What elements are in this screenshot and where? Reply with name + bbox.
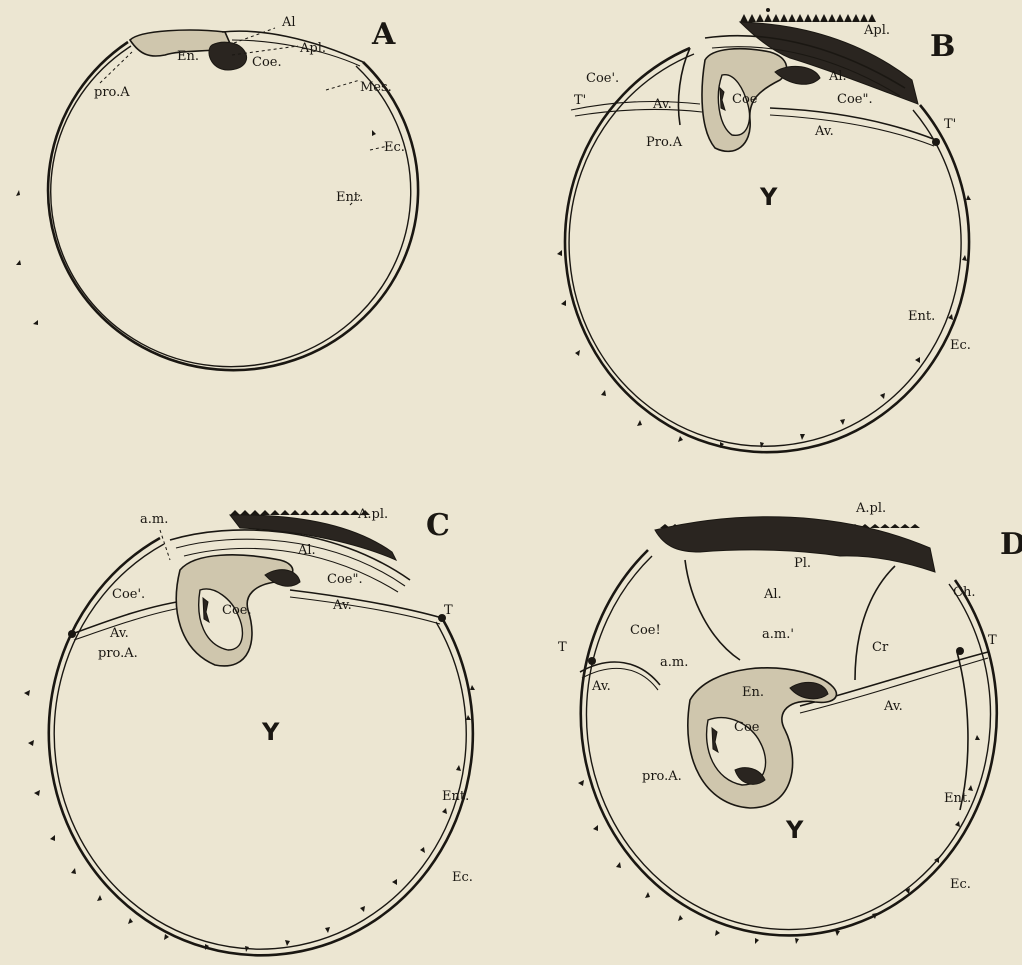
panel-b-outer-ring [565, 48, 969, 452]
panel-b-label-coe-prime: Coe'. [586, 71, 619, 86]
panel-d-label-y: Y [785, 816, 804, 844]
panel-c-area-vasculosa-right [290, 590, 442, 618]
panel-b-placental-villi [740, 14, 876, 22]
panel-b-label-ec: Ec. [950, 338, 971, 353]
panel-b-label-t-prime-left: T' [574, 93, 586, 108]
panel-d-allantois-wall-left [685, 560, 740, 660]
panel-c-label-coe-prime: Coe'. [112, 587, 145, 602]
panel-c-label-al: Al. [297, 543, 316, 558]
panel-c-area-vasculosa-left [72, 600, 190, 634]
panel-b-label-t-prime-right: T' [944, 117, 956, 132]
panel-c-sinus-terminalis-left [68, 630, 76, 638]
panel-d-label-coe: Coe [734, 720, 760, 735]
panel-d-label-en: En. [742, 685, 764, 700]
panel-c-label-coe: Coe. [222, 603, 252, 618]
panel-b-label-apl: Apl. [863, 23, 890, 38]
panel-a-label-al: Al [281, 15, 296, 30]
panel-d-allantois-wall-right [855, 566, 895, 680]
panel-c-label-pro-a: pro.A. [98, 646, 138, 661]
panel-a-label-ec: Ec. [384, 140, 405, 155]
panel-d-sinus-terminalis-right [956, 647, 964, 655]
panel-b-label-al: Al. [828, 69, 847, 84]
panel-c-label-av-right: Av. [332, 598, 352, 613]
panel-d-label-cr: Cr [872, 640, 889, 655]
panel-a-label-pro-a: pro.A [94, 85, 130, 100]
panel-b-sinus-terminalis-right [932, 138, 940, 146]
panel-d-label-pro-a: pro.A. [642, 769, 682, 784]
panel-c-label-coe-dbl: Coe". [327, 572, 363, 587]
panel-a-label-mes: Mes. [360, 80, 392, 95]
panel-c-letter: C [426, 508, 450, 543]
panel-c: C a.m. A.pl. Al. Coe'. Coe". Coe. Av. Av… [24, 507, 475, 955]
panel-d-sinus-terminalis-left [588, 657, 596, 665]
panel-c-label-am: a.m. [140, 512, 168, 527]
panel-a: A Al Apl. En. Coe. pro.A Mes. Ec. Ent. [16, 15, 418, 370]
panel-c-placental-villi [230, 510, 370, 515]
panel-d-label-ent: Ent. [944, 791, 971, 806]
panel-d-label-av-right: Av. [883, 699, 903, 714]
panel-b: B Apl. Coe'. T' Av. Coe Al. Coe". Pro.A … [557, 8, 971, 452]
panel-c-label-ent: Ent. [442, 789, 469, 804]
panel-b-label-av-lower: Av. [814, 124, 834, 139]
panel-d-label-ch: Ch. [953, 585, 975, 600]
panel-a-letter: A [371, 17, 396, 52]
panel-c-label-t: T [444, 603, 453, 618]
panel-d-label-am-prime: a.m.' [762, 627, 794, 642]
panel-b-label-ent: Ent. [908, 309, 935, 324]
panel-a-label-coe: Coe. [252, 55, 282, 70]
panel-b-label-pro-a: Pro.A [646, 135, 683, 150]
panel-c-label-apl: A.pl. [357, 507, 388, 522]
panel-d-label-al: Al. [763, 587, 782, 602]
panel-c-label-av-left: Av. [109, 626, 129, 641]
panel-d: D A.pl. Pl. Al. Ch. Coe! a.m.' Cr T T a.… [558, 501, 1022, 944]
panel-b-inner-ring [569, 54, 961, 446]
panel-c-inner-ring [54, 544, 466, 949]
panel-c-label-y: Y [261, 718, 280, 746]
panel-d-label-ec: Ec. [950, 877, 971, 892]
panel-d-label-t-right: T [988, 633, 997, 648]
panel-d-label-av-left: Av. [591, 679, 611, 694]
panel-a-label-ent: Ent. [336, 190, 363, 205]
panel-d-label-t-left: T [558, 640, 567, 655]
panel-a-ectoderm-villi [16, 130, 376, 325]
panel-d-label-apl: A.pl. [855, 501, 886, 516]
panel-d-label-pl: Pl. [794, 556, 811, 571]
panel-b-letter: B [930, 29, 955, 64]
panel-b-label-coe-dbl: Coe". [837, 92, 873, 107]
panel-d-letter: D [1000, 527, 1022, 562]
panel-a-label-en: En. [177, 49, 199, 64]
panel-d-label-am: a.m. [660, 655, 688, 670]
panel-b-allantois-tip [775, 66, 820, 84]
panel-b-label-y: Y [759, 183, 778, 211]
panel-a-allantois [209, 42, 247, 70]
panel-c-label-ec: Ec. [452, 870, 473, 885]
panel-c-allantois-tip [265, 570, 300, 587]
panel-a-label-apl: Apl. [299, 41, 326, 56]
panel-d-label-coe-prime: Coe! [630, 623, 661, 638]
panel-b-label-coe: Coe [732, 92, 758, 107]
panel-b-label-av-upper: Av. [652, 97, 672, 112]
